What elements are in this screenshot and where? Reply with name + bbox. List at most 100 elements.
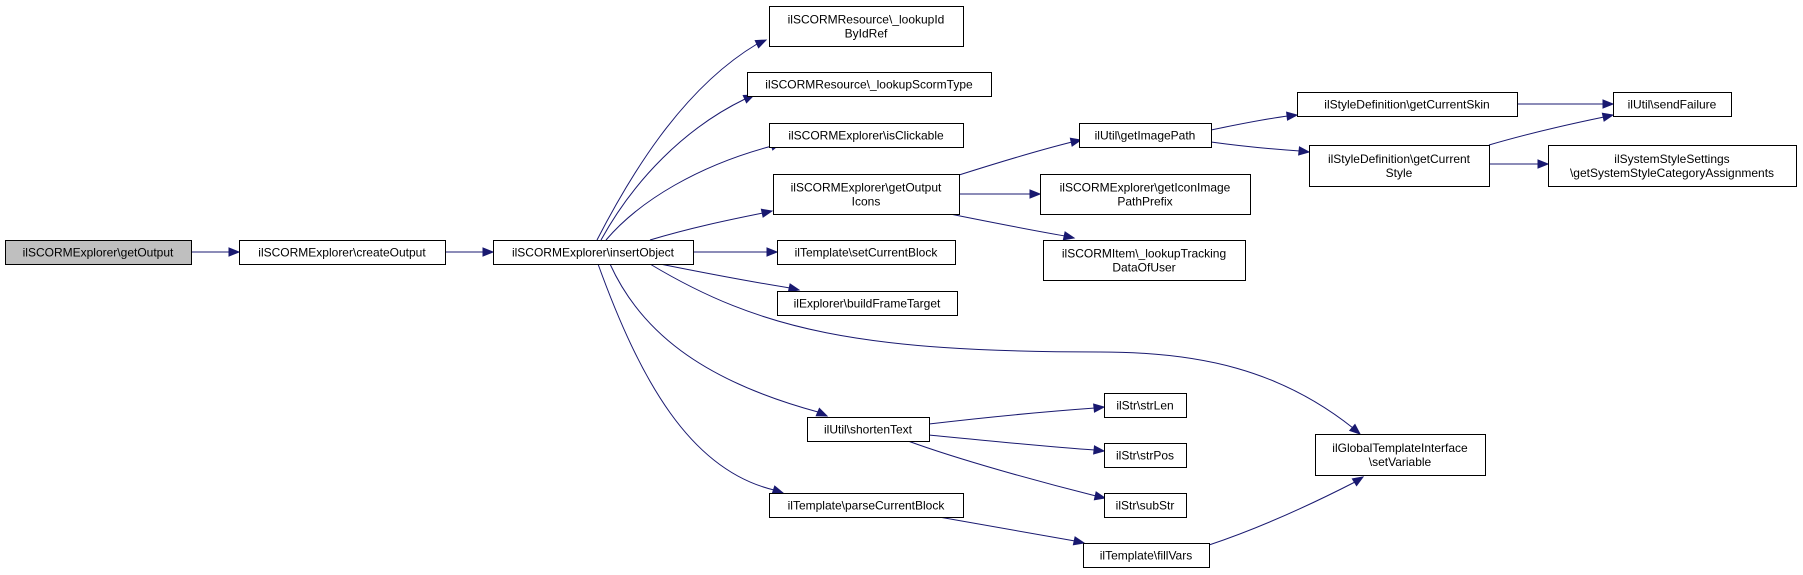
node-getSystemStyleCategoryAssignments[interactable]: ilSystemStyleSettings\getSystemStyleCate…	[1548, 145, 1797, 187]
edge-getOutputIcons-to-getImagePath	[958, 137, 1083, 176]
node-setVariable[interactable]: ilGlobalTemplateInterface\setVariable	[1315, 434, 1486, 476]
node-label: ilSCORMResource\_lookupId	[788, 13, 945, 27]
node-label: ilUtil\getImagePath	[1095, 129, 1196, 143]
node-box	[239, 240, 446, 265]
node-box	[769, 123, 964, 148]
edge-line	[907, 440, 1097, 497]
arrowhead-icon	[771, 485, 785, 495]
node-getImagePath[interactable]: ilUtil\getImagePath	[1079, 123, 1212, 148]
edge-insertObject-to-setVariable	[649, 263, 1362, 435]
node-createOutput[interactable]: ilSCORMExplorer\createOutput	[239, 240, 446, 265]
edge-line	[938, 516, 1076, 542]
node-label: ilStr\strPos	[1116, 449, 1174, 463]
node-label: ilSCORMExplorer\getOutput	[23, 246, 174, 260]
node-label: ilSCORMResource\_lookupScormType	[765, 78, 973, 92]
arrowhead-icon	[1348, 423, 1362, 435]
arrowhead-icon	[1537, 159, 1550, 169]
node-insertObject[interactable]: ilSCORMExplorer\insertObject	[493, 240, 694, 265]
node-label: Icons	[852, 195, 881, 209]
edge-getCurrentStyle-to-sendFailure	[1488, 112, 1615, 146]
edge-line	[649, 212, 764, 241]
node-sendFailure[interactable]: ilUtil\sendFailure	[1613, 92, 1732, 117]
node-label: ilTemplate\parseCurrentBlock	[788, 499, 946, 513]
node-label: ilExplorer\buildFrameTarget	[794, 297, 941, 311]
node-setCurrentBlock[interactable]: ilTemplate\setCurrentBlock	[777, 240, 956, 265]
edge-getCurrentStyle-to-getSystemStyleCategoryAssignments	[1489, 159, 1550, 169]
node-label: ilStyleDefinition\getCurrentSkin	[1324, 98, 1489, 112]
arrowhead-icon	[482, 247, 495, 257]
edge-getOutputIcons-to-lookupTrackingDataOfUser	[949, 213, 1076, 241]
arrowhead-icon	[760, 208, 774, 218]
edge-shortenText-to-strPos	[928, 434, 1106, 455]
node-label: ilStr\subStr	[1116, 499, 1175, 513]
arrowhead-icon	[754, 39, 768, 49]
node-label: ilStr\strLen	[1116, 399, 1173, 413]
node-label: ilUtil\sendFailure	[1628, 98, 1717, 112]
node-label: PathPrefix	[1117, 195, 1172, 209]
edge-line	[949, 213, 1066, 237]
edge-line	[1210, 115, 1289, 131]
arrowhead-icon	[815, 407, 829, 417]
edge-getOutput-to-createOutput	[191, 247, 241, 257]
edge-line	[596, 43, 758, 241]
node-box	[747, 72, 992, 97]
arrowhead-icon	[1029, 189, 1042, 199]
node-label: ilSCORMExplorer\isClickable	[788, 129, 944, 143]
node-label: Style	[1386, 166, 1413, 180]
node-fillVars[interactable]: ilTemplate\fillVars	[1083, 543, 1210, 568]
node-label: ilSCORMExplorer\insertObject	[512, 246, 675, 260]
arrowhead-icon	[766, 247, 779, 257]
edge-line	[605, 145, 773, 241]
arrowhead-icon	[1072, 536, 1086, 546]
edge-getCurrentSkin-to-sendFailure	[1517, 99, 1615, 109]
node-box	[1104, 493, 1187, 518]
arrowhead-icon	[787, 283, 801, 293]
edge-line	[600, 98, 746, 241]
node-lookupScormType[interactable]: ilSCORMResource\_lookupScormType	[747, 72, 992, 97]
node-box	[1297, 92, 1518, 117]
node-label: ilUtil\shortenText	[824, 423, 913, 437]
edge-line	[1208, 481, 1356, 546]
node-box	[1040, 174, 1251, 215]
node-box	[777, 291, 958, 316]
edge-line	[659, 263, 791, 289]
node-strLen[interactable]: ilStr\strLen	[1104, 393, 1187, 418]
node-strPos[interactable]: ilStr\strPos	[1104, 443, 1187, 468]
edge-shortenText-to-subStr	[907, 440, 1107, 501]
node-isClickable[interactable]: ilSCORMExplorer\isClickable	[769, 123, 964, 148]
node-box	[1083, 543, 1210, 568]
edge-getImagePath-to-getCurrentSkin	[1210, 111, 1299, 131]
node-box	[1309, 145, 1490, 187]
edge-line	[609, 263, 819, 413]
arrowhead-icon	[1093, 403, 1106, 413]
edge-insertObject-to-lookupScormType	[600, 94, 756, 241]
node-box	[769, 493, 964, 518]
node-getCurrentSkin[interactable]: ilStyleDefinition\getCurrentSkin	[1297, 92, 1518, 117]
node-label: ilTemplate\setCurrentBlock	[795, 246, 939, 260]
nodes-layer: ilSCORMExplorer\getOutput ilSCORMExplorer…	[5, 6, 1797, 568]
node-getOutput[interactable]: ilSCORMExplorer\getOutput	[5, 240, 192, 265]
arrowhead-icon	[1298, 146, 1311, 156]
node-box	[1079, 123, 1212, 148]
arrowhead-icon	[1601, 112, 1615, 122]
node-box	[5, 240, 192, 265]
node-subStr[interactable]: ilStr\subStr	[1104, 493, 1187, 518]
node-box	[493, 240, 694, 265]
arrowhead-icon	[1351, 476, 1365, 487]
node-box	[777, 240, 956, 265]
node-parseCurrentBlock[interactable]: ilTemplate\parseCurrentBlock	[769, 493, 964, 518]
edge-insertObject-to-isClickable	[605, 141, 783, 241]
node-buildFrameTarget[interactable]: ilExplorer\buildFrameTarget	[777, 291, 958, 316]
node-box	[1315, 434, 1486, 476]
edge-getOutputIcons-to-getIconImagePathPrefix	[959, 189, 1042, 199]
edge-line	[1210, 141, 1301, 152]
arrowhead-icon	[228, 247, 241, 257]
node-box	[769, 6, 964, 47]
node-shortenText[interactable]: ilUtil\shortenText	[807, 417, 930, 442]
node-label: ilSCORMItem\_lookupTracking	[1062, 247, 1226, 261]
